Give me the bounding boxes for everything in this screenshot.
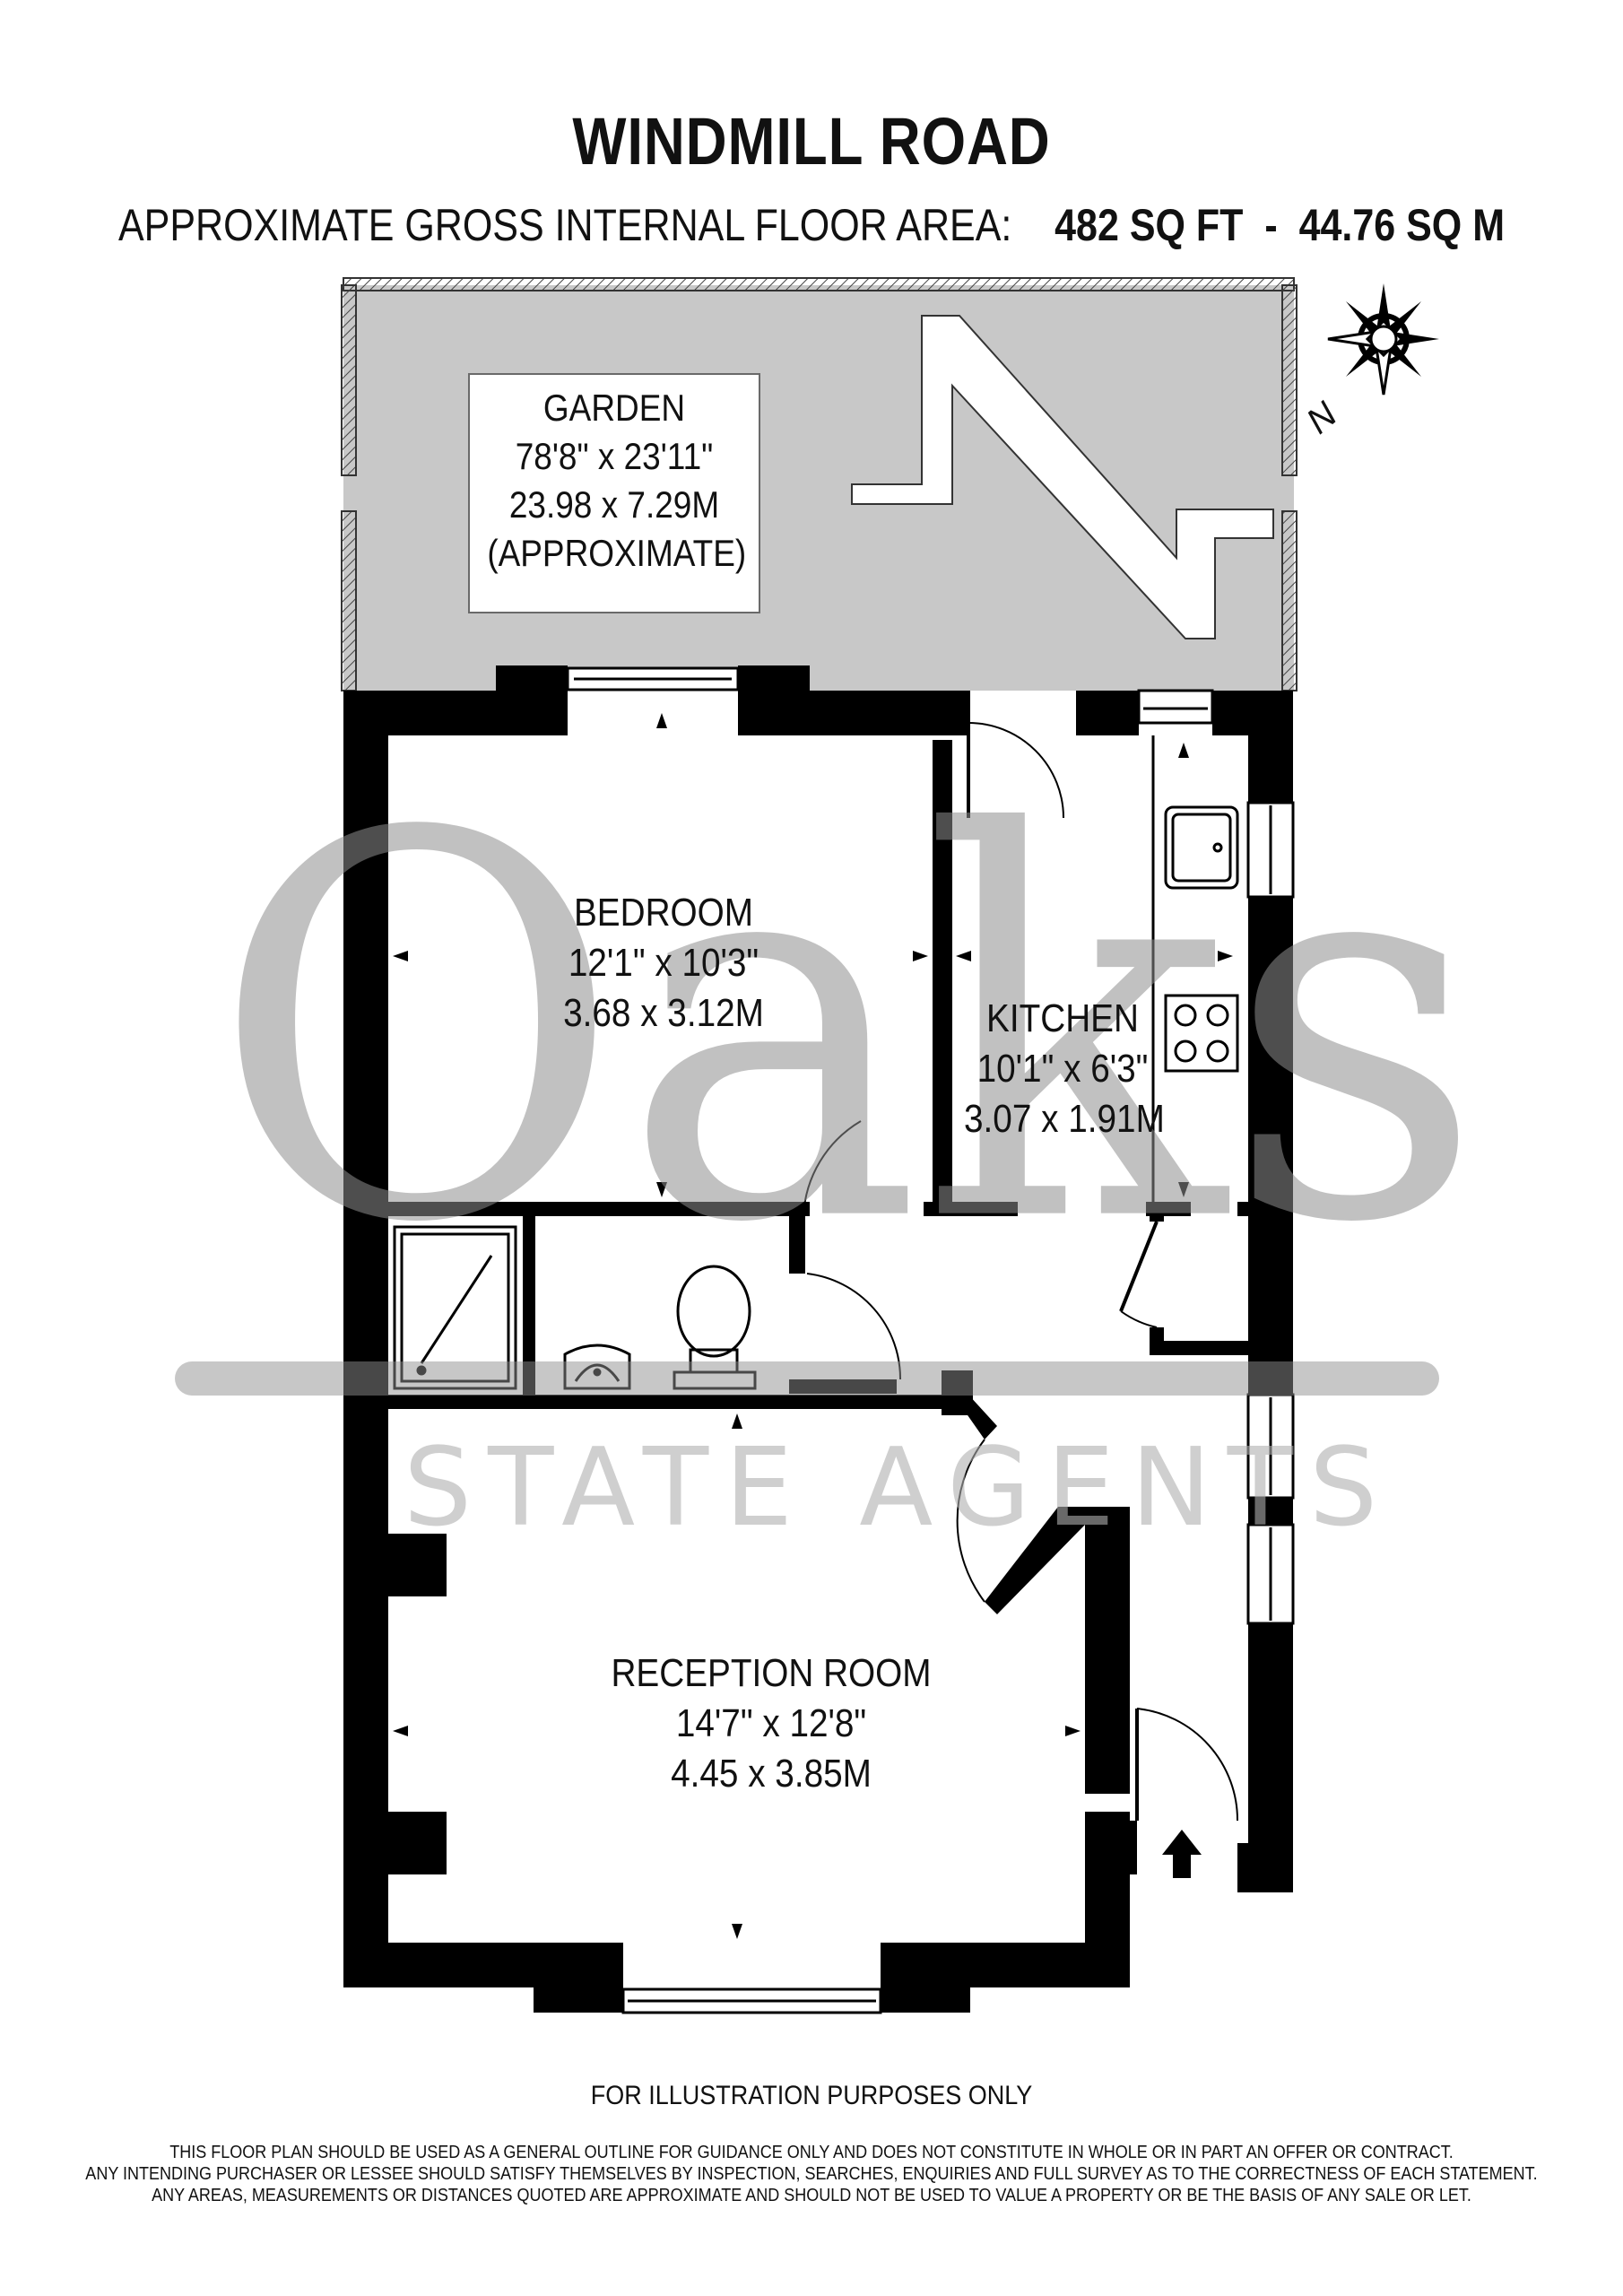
doors xyxy=(802,722,1239,1822)
disclaimer-line: ANY AREAS, MEASUREMENTS OR DISTANCES QUO… xyxy=(152,2186,1471,2205)
reception-label: RECEPTION ROOM 14'7" x 12'8" 4.45 x 3.85… xyxy=(597,1648,944,1799)
garden-imperial: 78'8" x 23'11" xyxy=(515,435,714,477)
reception-name: RECEPTION ROOM xyxy=(611,1651,932,1695)
illustration-note: FOR ILLUSTRATION PURPOSES ONLY xyxy=(590,2081,1033,2110)
garden-break-line xyxy=(851,315,1274,639)
kitchen-name: KITCHEN xyxy=(986,996,1139,1040)
reception-metric: 4.45 x 3.85M xyxy=(671,1752,872,1796)
floor-area-sqft: 482 SQ FT xyxy=(1055,200,1244,250)
entrance-arrow-icon xyxy=(1162,1830,1202,1878)
kitchen-fixtures xyxy=(1151,735,1239,1202)
floor-area-line: APPROXIMATE GROSS INTERNAL FLOOR AREA: 4… xyxy=(114,199,1510,251)
garden-area xyxy=(341,277,1298,691)
disclaimer-line: ANY INTENDING PURCHASER OR LESSEE SHOULD… xyxy=(85,2164,1538,2184)
disclaimer: THIS FLOOR PLAN SHOULD BE USED AS A GENE… xyxy=(82,2142,1542,2206)
windows xyxy=(566,666,1295,2014)
plan-title: WINDMILL ROAD xyxy=(572,104,1051,178)
garden-label: GARDEN 78'8" x 23'11" 23.98 x 7.29M (APP… xyxy=(468,373,760,613)
kitchen-metric: 3.07 x 1.91M xyxy=(964,1097,1165,1141)
disclaimer-line: THIS FLOOR PLAN SHOULD BE USED AS A GENE… xyxy=(169,2143,1454,2162)
bedroom-metric: 3.68 x 3.12M xyxy=(563,991,764,1035)
watermark-bar xyxy=(175,1361,1439,1396)
reception-imperial: 14'7" x 12'8" xyxy=(675,1701,867,1745)
kitchen-imperial: 10'1" x 6'3" xyxy=(976,1047,1149,1091)
floor-area-label: APPROXIMATE GROSS INTERNAL FLOOR AREA: xyxy=(117,200,1012,250)
interior-walls xyxy=(388,740,1251,1614)
kitchen-label: KITCHEN 10'1" x 6'3" 3.07 x 1.91M xyxy=(964,994,1165,1144)
garden-metric: 23.98 x 7.29M xyxy=(508,483,720,526)
bedroom-imperial: 12'1" x 10'3" xyxy=(568,941,759,985)
bedroom-name: BEDROOM xyxy=(573,891,754,935)
garden-note: (APPROXIMATE) xyxy=(487,532,747,574)
floor-area-sqm: 44.76 SQ M xyxy=(1298,200,1506,250)
bedroom-label: BEDROOM 12'1" x 10'3" 3.68 x 3.12M xyxy=(522,888,806,1039)
dimension-markers xyxy=(393,713,1233,1939)
exterior-walls xyxy=(343,665,1293,2013)
garden-name: GARDEN xyxy=(542,387,686,429)
floor-area-separator: - xyxy=(1264,200,1278,250)
compass-rose-icon xyxy=(1327,283,1439,396)
